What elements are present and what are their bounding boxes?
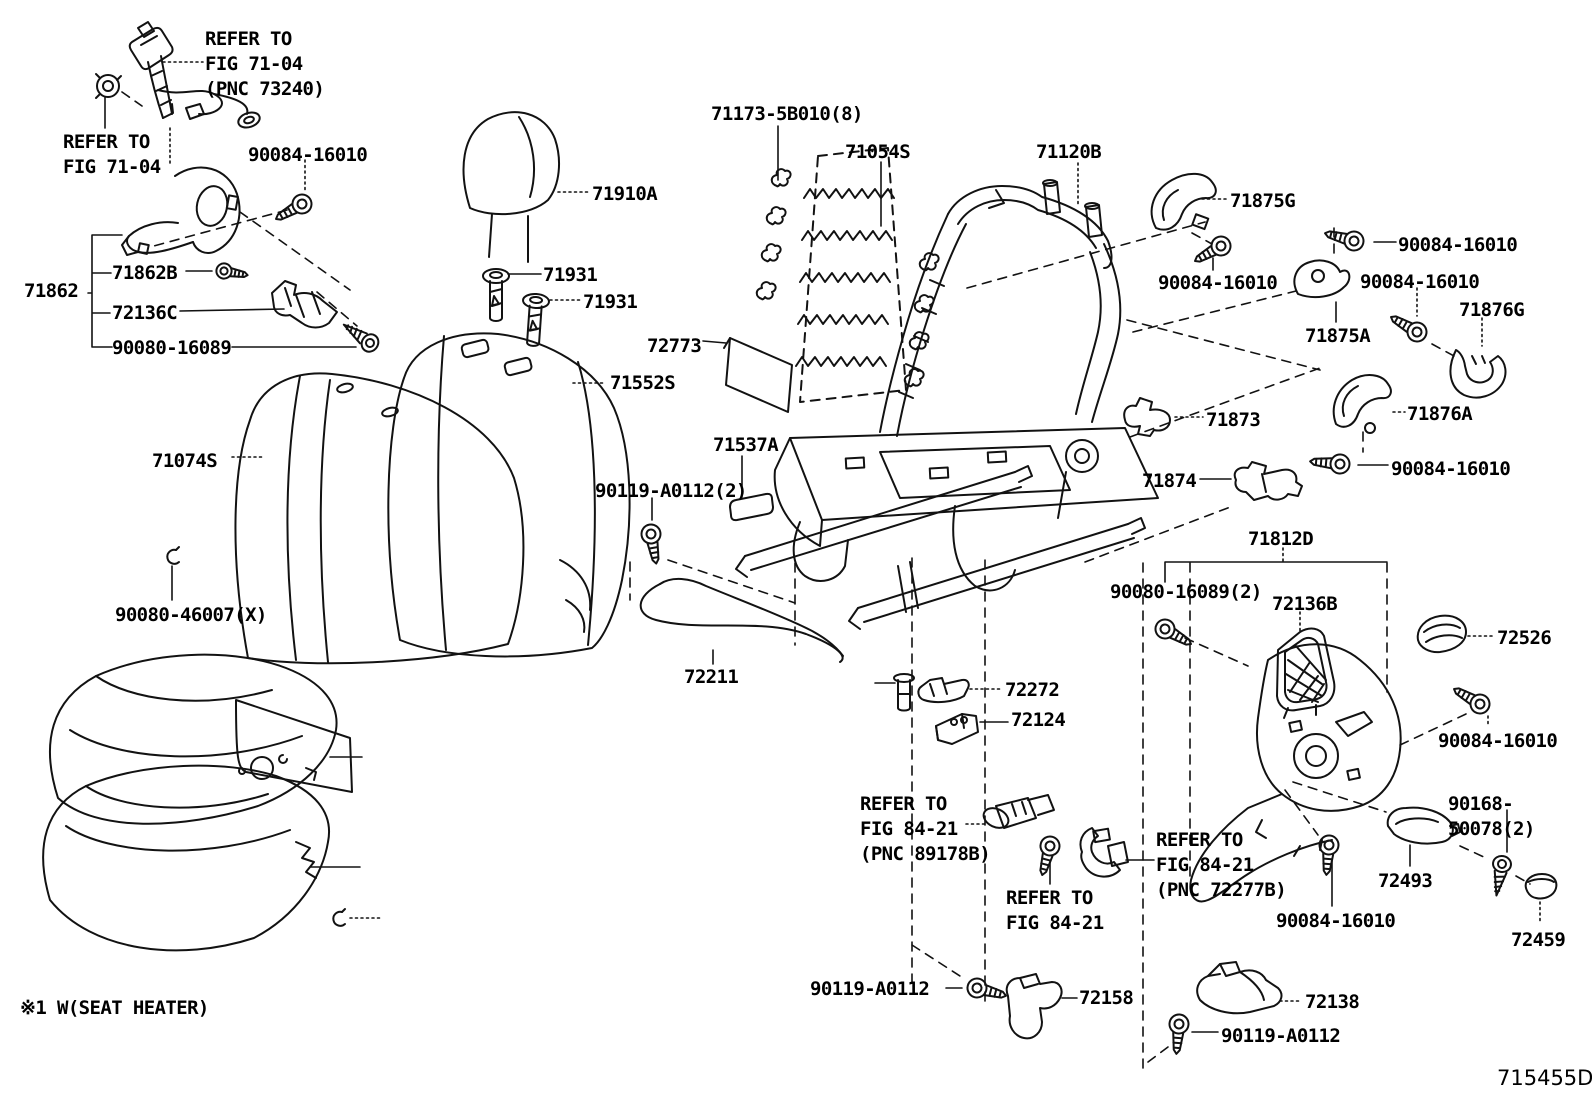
label-pn-90080-46007-a: 90080-46007(X) (115, 604, 267, 626)
label-pn-90084-16010-d: 90084-16010 (1360, 271, 1480, 293)
seatback-cover-front-71074s (235, 373, 523, 663)
label-pn-90119-a0112-l: 90119-A0112 (810, 978, 930, 1000)
label-note-seat-heater: ※1 W(SEAT HEATER) (20, 997, 209, 1019)
label-pn-71910a: 71910A (592, 183, 658, 205)
label-pn-90168-50078: 90168-50078(2) (1448, 793, 1535, 840)
connector-89178b (980, 795, 1054, 832)
seat-frame-71120b (736, 180, 1158, 629)
plate-71537a (730, 494, 773, 520)
cushion-pad-71512s (43, 766, 329, 951)
label-pn-72773: 72773 (647, 335, 702, 357)
seatback-board-72773 (724, 338, 792, 412)
label-pn-72136b: 72136B (1272, 593, 1338, 615)
label-pn-71931-a: 71931 (543, 264, 598, 286)
label-pn-90084-16010-g: 90084-16010 (1276, 910, 1396, 932)
clamp-72277b (1080, 828, 1128, 877)
seat-wire-72211 (641, 579, 843, 662)
label-pn-72493: 72493 (1378, 870, 1433, 892)
label-pn-71873: 71873 (1206, 409, 1261, 431)
clamp-72272 (918, 678, 968, 702)
label-pn-71875a: 71875A (1305, 325, 1371, 347)
construction-lines-dashed (122, 92, 1530, 1070)
label-refer-7104-left: REFER TO FIG 71-04 (63, 131, 161, 178)
label-pn-71074s: 71074S (152, 450, 218, 472)
cap-72459 (1526, 874, 1557, 899)
label-pn-90084-16010-a: 90084-16010 (248, 144, 368, 166)
label-pn-72272: 72272 (1005, 679, 1060, 701)
label-pn-90084-16010-f: 90084-16010 (1438, 730, 1558, 752)
label-pn-72124: 72124 (1011, 709, 1066, 731)
shield-grid-72136b (1277, 629, 1334, 718)
label-pn-90080-16089: 90080-16089 (112, 337, 232, 359)
label-pn-71173-5b010: 71173-5B010(8) (711, 103, 863, 125)
label-pn-71931-b: 71931 (583, 291, 638, 313)
callout-bracket-71812d (1165, 562, 1387, 582)
label-pn-72211: 72211 (684, 666, 739, 688)
label-pn-71876g: 71876G (1459, 299, 1525, 321)
label-pn-90084-16010-c: 90084-16010 (1158, 272, 1278, 294)
bracket-71874 (1235, 462, 1302, 500)
label-pn-71054s: 71054S (845, 141, 911, 163)
seatback-pad-71054s (796, 148, 906, 402)
cap-72526 (1418, 616, 1466, 652)
cover-72138 (1197, 962, 1281, 1013)
bracket-72124 (936, 714, 978, 744)
label-pn-71812d: 71812D (1248, 528, 1314, 550)
label-pn-71862: 71862 (24, 280, 79, 302)
seatbelt-buckle (130, 22, 262, 130)
handle-72493 (1388, 808, 1460, 844)
label-pn-90080-16089-2: 90080-16089(2) (1110, 581, 1262, 603)
bracket-71875g (1152, 174, 1216, 230)
label-pn-71862b: 71862B (112, 262, 178, 284)
bracket-71876g (1450, 350, 1505, 398)
leader-lines (88, 97, 1507, 1032)
label-pn-71875g: 71875G (1230, 190, 1296, 212)
label-pn-72158: 72158 (1079, 987, 1134, 1009)
cover-72158 (1007, 974, 1062, 1038)
label-pn-90084-16010-b: 90084-16010 (1398, 234, 1518, 256)
recline-cover-71812d (1190, 644, 1400, 901)
label-pn-71874: 71874 (1142, 470, 1197, 492)
label-pn-72136c: 72136C (112, 302, 178, 324)
label-refer-8421-center: REFER TO FIG 84-21 (1006, 887, 1104, 934)
belt-retractor-assembly (96, 74, 337, 328)
label-refer-8421-89178: REFER TO FIG 84-21 (PNC 89178B) (860, 793, 991, 865)
label-pn-71537a: 71537A (713, 434, 779, 456)
label-pn-90119-a0112-2: 90119-A0112(2) (595, 480, 747, 502)
label-pn-71552s: 71552S (610, 372, 676, 394)
label-refer-8421-72277: REFER TO FIG 84-21 (PNC 72277B) (1156, 829, 1287, 901)
bracket-71875a (1294, 260, 1349, 297)
label-pn-90119-a0112-r: 90119-A0112 (1221, 1025, 1341, 1047)
headrest (464, 112, 559, 262)
leader-lines-dotted (163, 62, 1540, 1001)
label-pn-71120b: 71120B (1036, 141, 1102, 163)
label-fig-id: 715455D (1497, 1066, 1592, 1090)
label-pn-72526: 72526 (1497, 627, 1552, 649)
clip-71873 (1124, 398, 1170, 436)
label-refer-7104-top: REFER TO FIG 71-04 (PNC 73240) (205, 28, 325, 100)
label-pn-72459: 72459 (1511, 929, 1566, 951)
label-pn-72138: 72138 (1305, 991, 1360, 1013)
cushion-cover-71072s (50, 655, 352, 824)
label-pn-71876a: 71876A (1407, 403, 1473, 425)
bracket-71876a (1334, 375, 1391, 433)
label-pn-90084-16010-e: 90084-16010 (1391, 458, 1511, 480)
